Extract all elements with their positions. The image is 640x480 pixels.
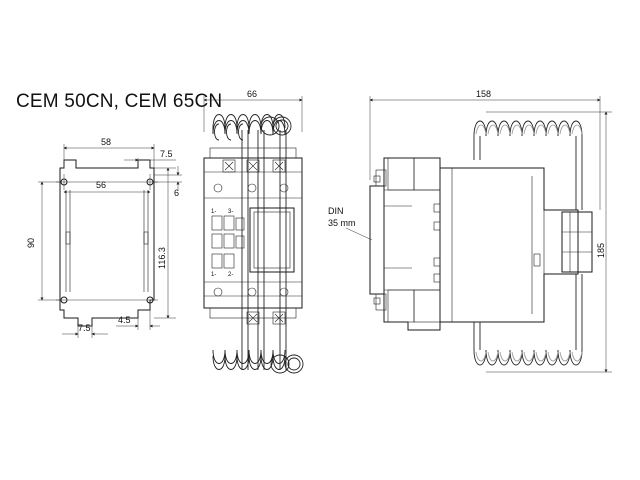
dim-58-label: 58 [101,137,111,147]
top-resistor-coils [212,114,292,141]
terminal-label-3-top: 3- [228,209,233,215]
top-terminal-screws [213,159,289,193]
mounting-footprint-view: 58 7.5 56 6 90 116.3 [26,137,182,338]
dim-7-5-bottom-label: 7.5 [78,323,91,333]
auxiliary-block [561,211,593,273]
side-bottom-coils [473,274,583,366]
din-rail-clip [369,185,385,295]
coil-housing [249,207,295,273]
terminal-label-2-bottom: 2- [228,272,233,278]
dim-116-3-label: 116.3 [157,247,167,269]
dim-56-label: 56 [96,180,106,190]
dim-6-label: 6 [174,188,179,198]
dim-90-label: 90 [26,238,36,248]
drawing-title: CEM 50CN, CEM 65CN [16,91,223,112]
din-label-line1: DIN [328,206,344,216]
din-label-line2: 35 mm [328,218,356,228]
bottom-terminal-screws [213,287,289,325]
dim-7-5-top-label: 7.5 [160,149,173,159]
contactor-body [203,157,303,309]
side-view: 158 185 DIN 35 mm [328,89,612,373]
dim-66-label: 66 [247,89,257,99]
terminal-label-1-bottom: 1- [211,272,216,278]
side-body-outline [383,157,579,331]
dim-4-5-label: 4.5 [118,315,131,325]
terminal-label-1-top: 1- [211,209,216,215]
side-top-coils [473,120,583,210]
dim-185-label: 185 [596,243,606,258]
bottom-resistor-coils [212,349,304,374]
front-view: 66 [203,89,304,374]
footprint-outline [59,159,155,327]
dim-158-label: 158 [476,89,491,99]
